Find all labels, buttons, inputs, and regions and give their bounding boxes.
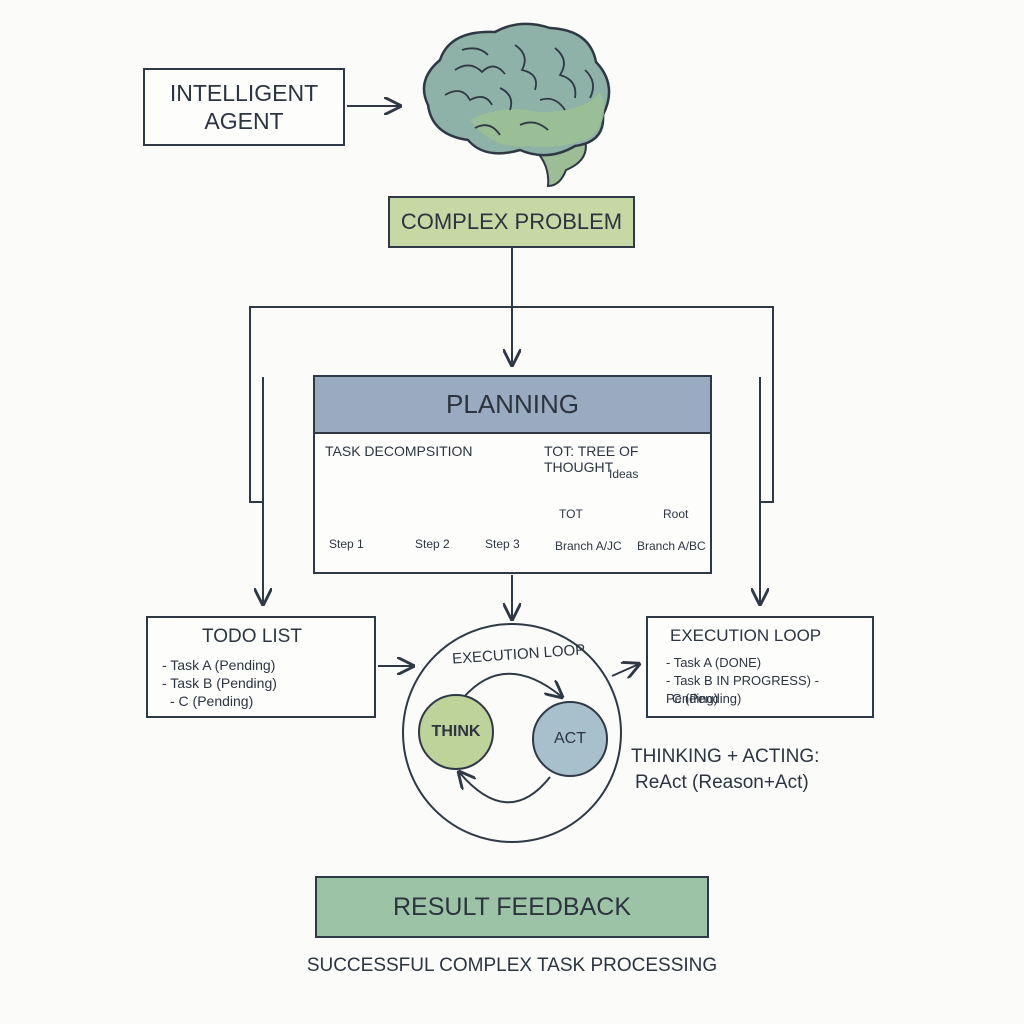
execution-item: - Task B IN PROGRESS) - Pending) [666, 673, 819, 706]
step-label: Step 1 [329, 537, 364, 551]
todo-list-box: TODO LIST - Task A (Pending) - Task B (P… [146, 616, 376, 718]
execution-item: - Task A (DONE) [666, 655, 762, 670]
execution-loop-box: EXECUTION LOOP - Task A (DONE) - Task B … [646, 616, 874, 718]
complex-problem-box: COMPLEX PROBLEM [388, 196, 635, 248]
agent-label-line2: AGENT [204, 108, 284, 134]
planning-title: PLANNING [315, 377, 710, 434]
todo-item: - Task A (Pending) [162, 657, 276, 673]
result-feedback-box: RESULT FEEDBACK [315, 876, 709, 938]
todo-item: - C (Pending) [170, 693, 254, 709]
tot-branch-left-label: Branch A/JC [555, 539, 622, 553]
planning-box: PLANNING TASK DECOMPSITION TOT: TREE OF … [313, 375, 712, 574]
intelligent-agent-box: INTELLIGENT AGENT [143, 68, 345, 146]
loop-to-exec-arrow [611, 664, 639, 676]
react-line2: ReAct (Reason+Act) [635, 772, 809, 793]
step-label: Step 2 [415, 537, 450, 551]
execution-loop-title: EXECUTION LOOP [670, 626, 822, 645]
act-node: ACT [532, 701, 608, 777]
left-bracket-line [249, 306, 774, 503]
caption: SUCCESSFUL COMPLEX TASK PROCESSING [306, 955, 718, 976]
tot-ideas-label: Ideas [609, 467, 639, 481]
tot-label: TOT: TREE OF THOUGHT [544, 443, 639, 475]
agent-label-line1: INTELLIGENT [169, 80, 319, 106]
todo-list-title: TODO LIST [202, 626, 302, 647]
task-decomposition-label: TASK DECOMPSITION [325, 443, 473, 459]
react-line1: THINKING + ACTING: [631, 746, 820, 767]
tot-left-label: TOT [559, 507, 583, 521]
execution-item: C (Pending) [672, 691, 742, 706]
think-node: THINK [418, 694, 494, 770]
execution-loop-circle [402, 623, 622, 843]
step-label: Step 3 [485, 537, 520, 551]
react-description: THINKING + ACTING: ReAct (Reason+Act) [631, 744, 819, 796]
tot-root-label: Root [663, 507, 689, 521]
tot-branch-right-label: Branch A/BC [637, 539, 706, 553]
todo-item: - Task B (Pending) [162, 675, 277, 691]
brain-icon [422, 22, 611, 188]
